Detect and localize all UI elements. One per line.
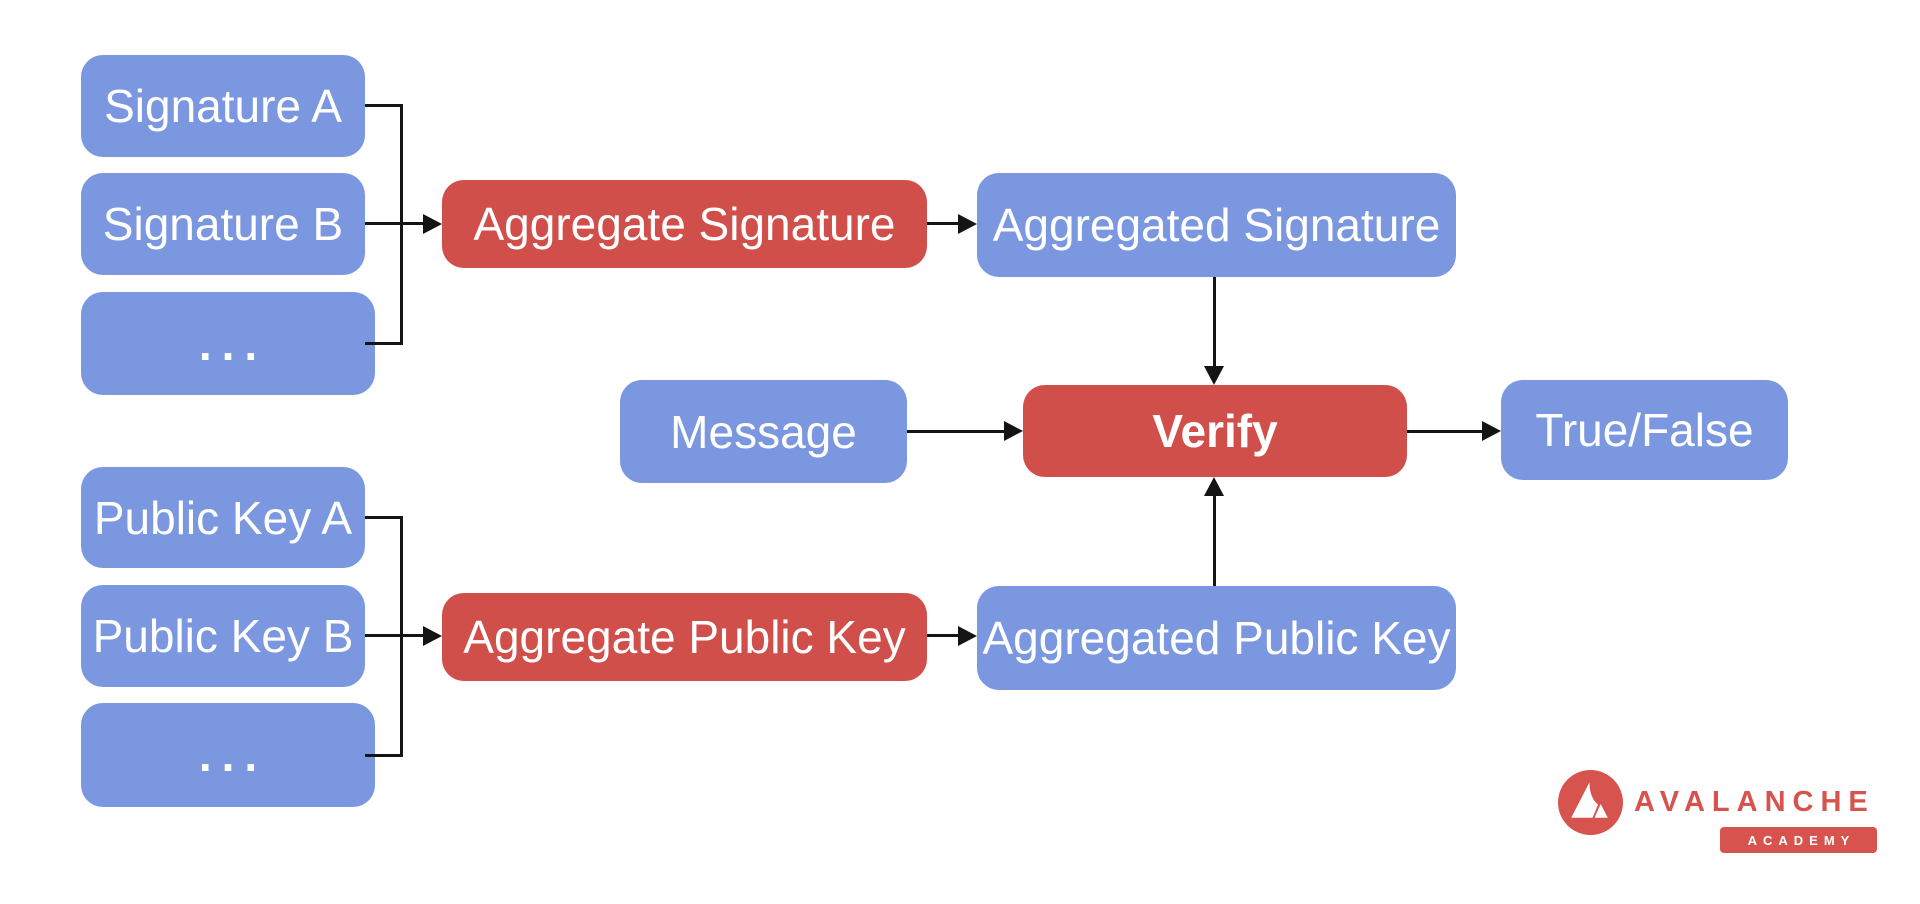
node-aggregate-signature: Aggregate Signature [442,180,927,268]
node-signature-b: Signature B [81,173,365,275]
node-signature-a: Signature A [81,55,365,157]
arrowhead-message-to-verify [1004,421,1023,441]
arrowhead-verify-to-truefalse [1482,421,1501,441]
arrow-aggregated-public-key-to-verify-line [1213,496,1216,586]
connector-public-keys-ellipsis-stub [365,754,403,757]
arrow-message-to-verify-line [907,430,1004,433]
connector-signature-a-stub [365,104,403,107]
node-signatures-ellipsis: ... [81,292,375,395]
arrow-aggregate-to-aggregated-public-key-line [927,634,958,637]
node-message: Message [620,380,907,483]
avalanche-brand-text: AVALANCHE [1634,786,1875,818]
node-public-key-a: Public Key A [81,467,365,568]
arrowhead-aggregated-signature-to-verify [1204,366,1224,385]
arrowhead-aggregate-to-aggregated-public-key [958,626,977,646]
arrowhead-aggregated-public-key-to-verify [1204,477,1224,496]
node-aggregated-signature: Aggregated Signature [977,173,1456,277]
arrow-public-keys-to-aggregate-line [365,634,423,637]
arrow-signatures-to-aggregate-line [365,222,423,225]
arrowhead-signatures-to-aggregate [423,214,442,234]
node-verify: Verify [1023,385,1407,477]
academy-badge: ACADEMY [1720,827,1877,853]
connector-public-key-a-stub [365,516,403,519]
node-true-false: True/False [1501,380,1788,480]
arrow-verify-to-truefalse-line [1407,430,1482,433]
node-public-keys-ellipsis: ... [81,703,375,807]
node-aggregated-public-key: Aggregated Public Key [977,586,1456,690]
arrow-aggregated-signature-to-verify-line [1213,277,1216,366]
arrowhead-aggregate-to-aggregated-signature [958,214,977,234]
node-public-key-b: Public Key B [81,585,365,687]
connector-signatures-ellipsis-stub [365,342,403,345]
arrow-aggregate-to-aggregated-signature-line [927,222,958,225]
arrowhead-public-keys-to-aggregate [423,626,442,646]
avalanche-logo-icon [1558,770,1623,835]
node-aggregate-public-key: Aggregate Public Key [442,593,927,681]
